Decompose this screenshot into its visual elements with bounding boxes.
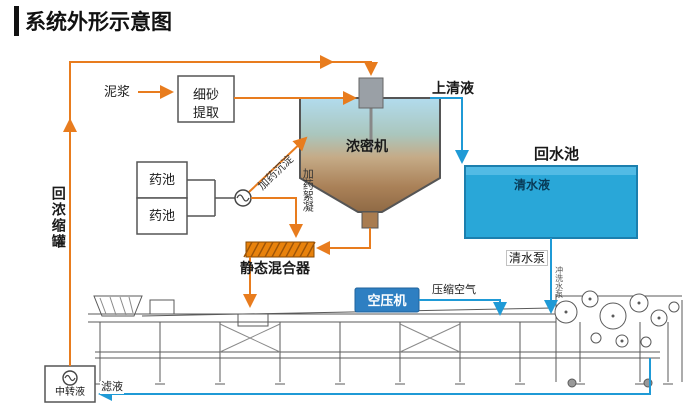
wash-pump-label: 冲洗水泵 [554, 266, 564, 298]
return-pool-label: 回水池 [534, 146, 580, 163]
return-water-pool [464, 165, 638, 239]
static-mixer-label: 静态混合器 [240, 260, 310, 276]
thickener-label: 浓密机 [346, 138, 388, 154]
air-compressor-label: 空压机 [367, 293, 407, 308]
sand-extraction-label: 细砂提取 [192, 87, 219, 120]
dosing-pump-icon [234, 189, 252, 207]
water-lines [98, 97, 651, 401]
mud-label: 泥浆 [104, 84, 131, 99]
chem-pool-2-label: 药池 [148, 208, 175, 223]
return-concentration-tank-label: 回浓缩罐 [50, 186, 67, 250]
page-title: 系统外形示意图 [14, 6, 172, 36]
feed-hopper [93, 295, 143, 317]
slurry-lines [63, 55, 378, 366]
supernatant-label: 上清液 [432, 80, 474, 96]
compressed-air-label: 压缩空气 [432, 284, 476, 296]
belt-filter-press [88, 290, 683, 388]
chem-pool-1-label: 药池 [148, 172, 175, 187]
press-rollers [554, 290, 680, 348]
thickener-outlet [361, 211, 379, 229]
dosing-flocculation-label: 加药絮凝 [301, 168, 314, 212]
clear-water-pump-label: 清水泵 [506, 250, 549, 267]
thickener-motor [358, 77, 384, 109]
transfer-tank-label: 中转液 [55, 387, 85, 398]
filtrate-label: 滤液 [100, 381, 124, 395]
transfer-pump-icon [62, 370, 78, 386]
clear-water-label: 清水液 [514, 178, 551, 192]
sand-extraction-box [177, 75, 235, 123]
chemical-pools [136, 161, 188, 235]
